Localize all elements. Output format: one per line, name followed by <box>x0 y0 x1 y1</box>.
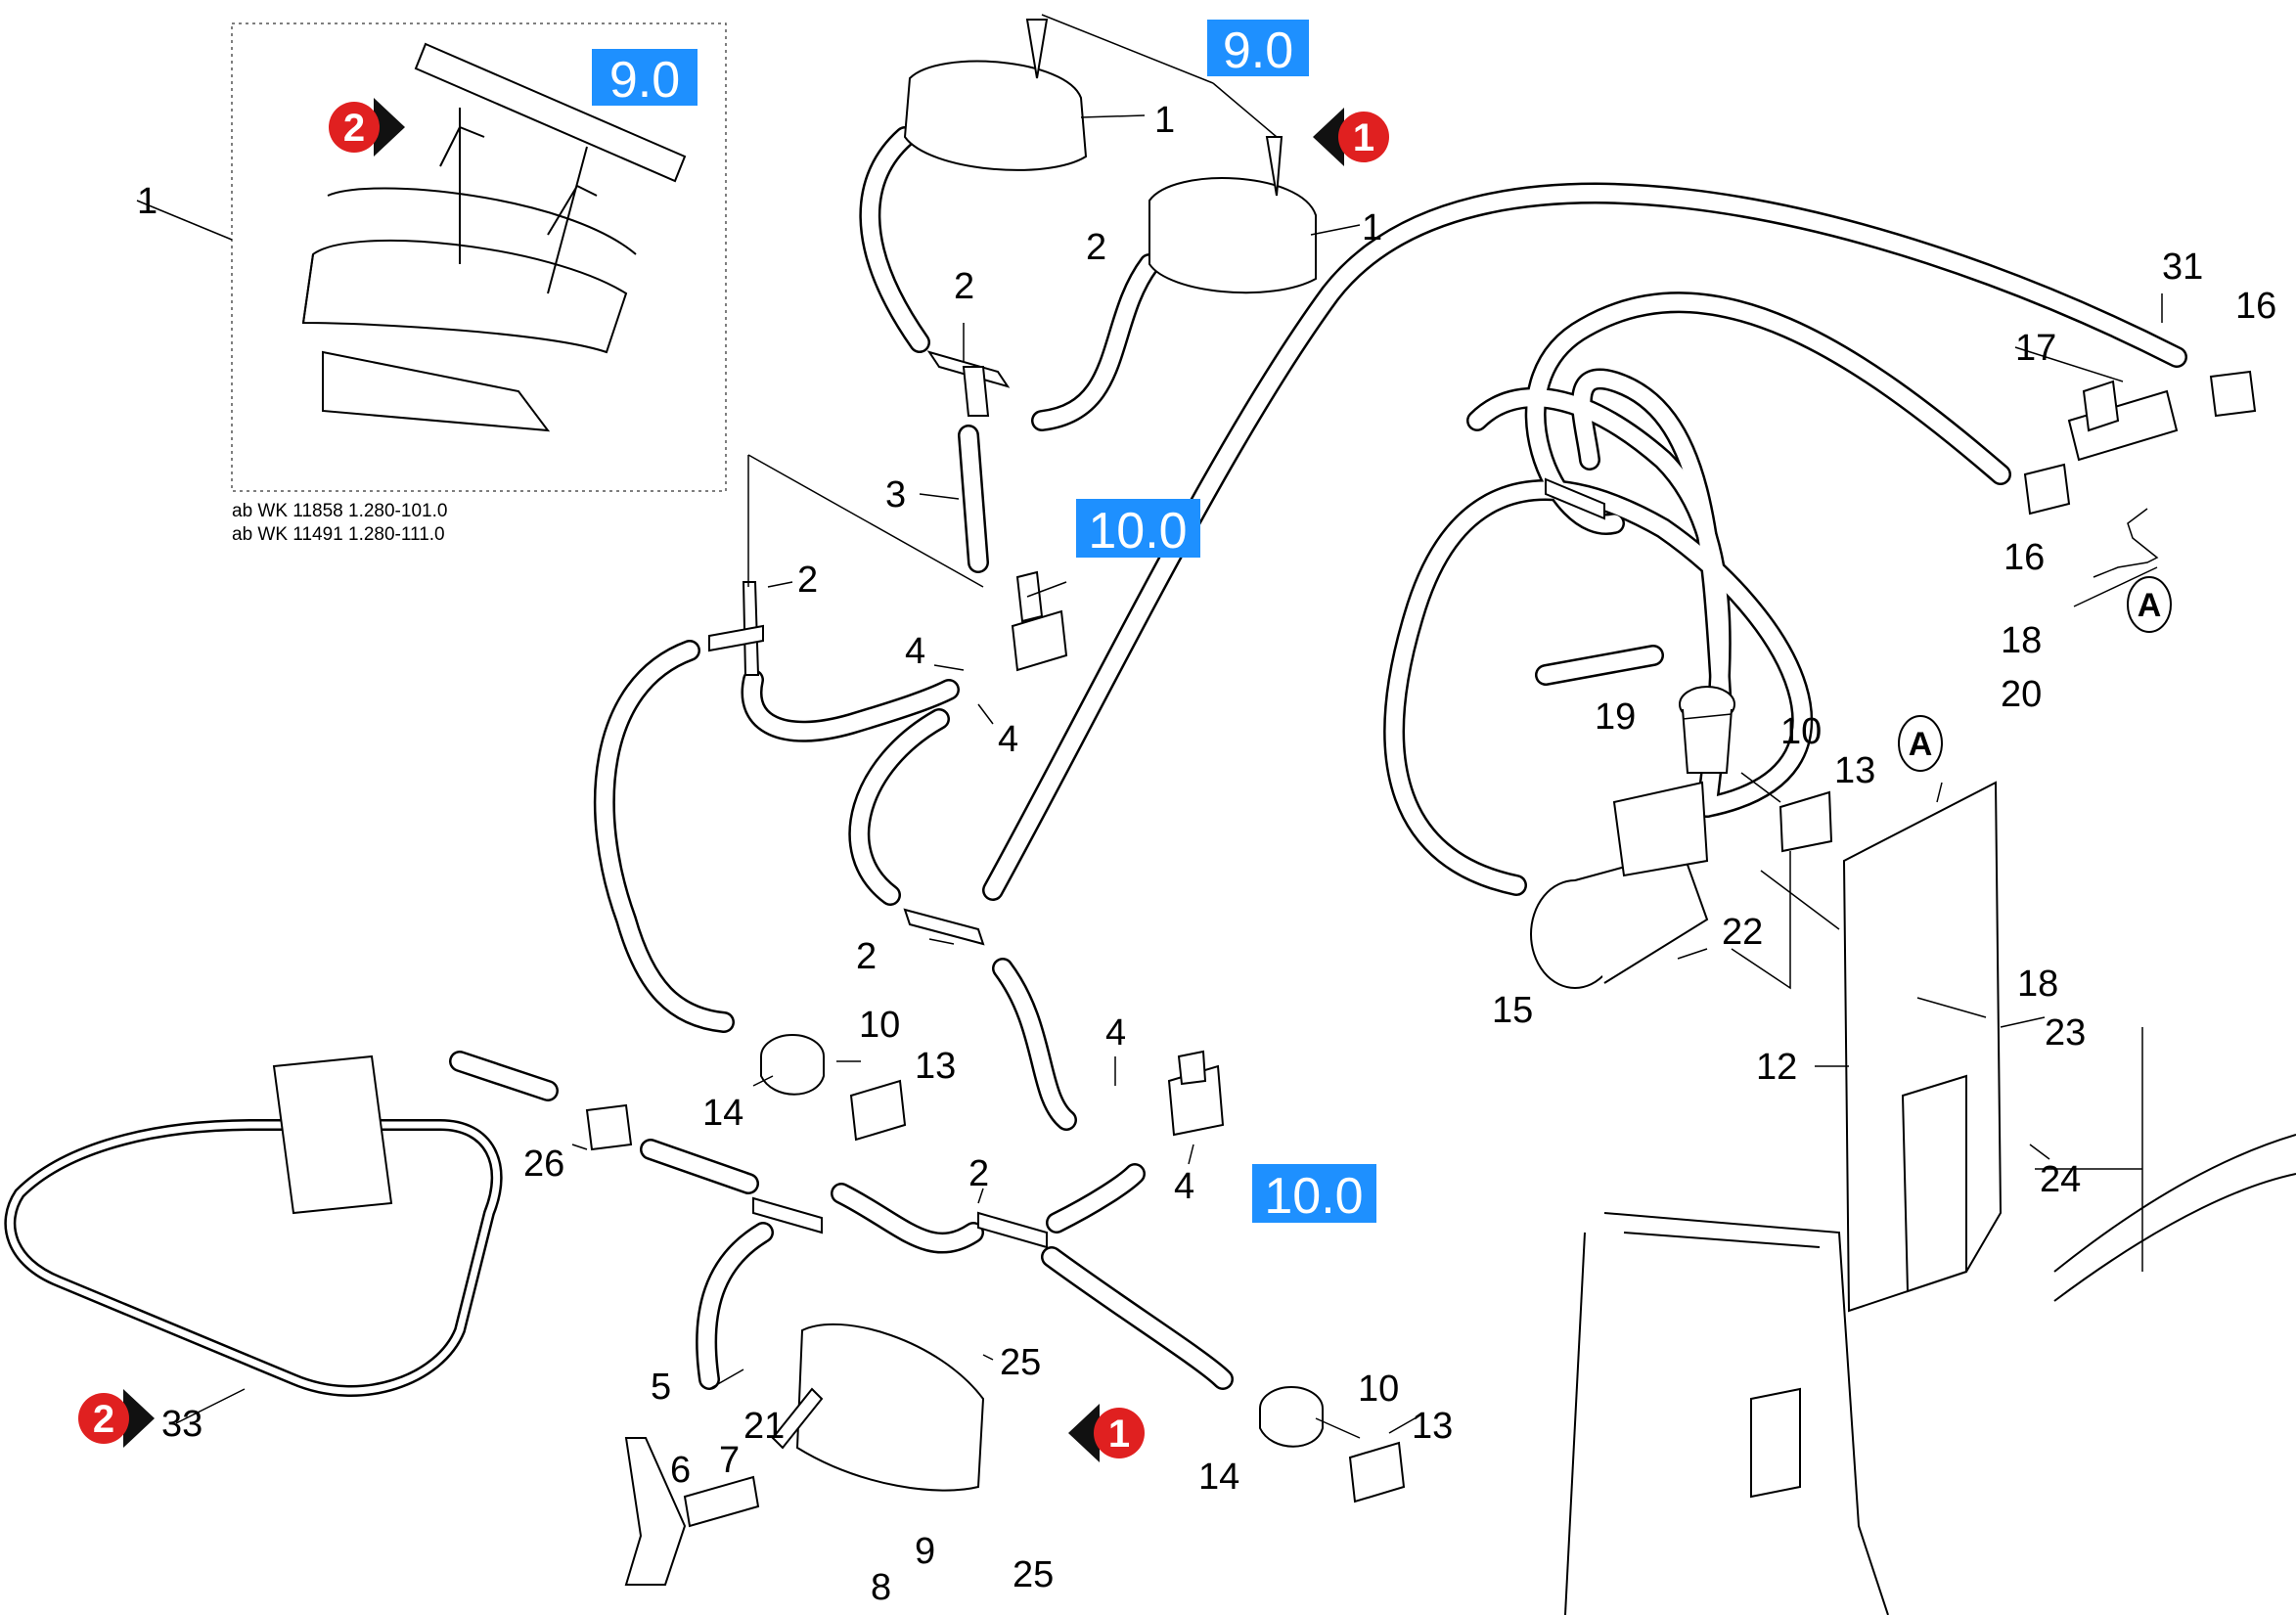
ref-badge-10-0-label: 10.0 <box>1264 1168 1363 1225</box>
inset-leader <box>136 200 233 241</box>
callout-labels: 1 1 1 2 3 2 4 4 2 2 10 13 14 4 4 2 26 5 … <box>137 100 2276 1608</box>
marker-a <box>1898 715 1943 772</box>
callout-12: 12 <box>1756 1047 1797 1088</box>
ref-badge-10-0 <box>1076 499 1200 558</box>
callout-6: 6 <box>670 1450 691 1491</box>
callout-10: 10 <box>1780 711 1822 752</box>
circle-markers: A A <box>1898 576 2172 772</box>
direction-marker-2: 2 <box>78 1389 155 1448</box>
direction-marker-1-label: 1 <box>1108 1413 1130 1456</box>
inset-note: ab WK 11858 1.280-101.0 ab WK 11491 1.28… <box>232 501 447 545</box>
callout-24: 24 <box>2040 1159 2081 1200</box>
callout-16: 16 <box>2235 286 2276 327</box>
callout-13: 13 <box>915 1046 956 1087</box>
callout-4: 4 <box>1174 1166 1194 1207</box>
ref-badge-10-0-label: 10.0 <box>1088 503 1187 560</box>
callout-23: 23 <box>2045 1012 2086 1054</box>
note-line-2: ab WK 11491 1.280-111.0 <box>232 524 445 545</box>
callout-2: 2 <box>797 560 818 601</box>
callout-7: 7 <box>719 1440 740 1481</box>
callout-19: 19 <box>1595 696 1636 738</box>
direction-marker-1: 1 <box>1068 1404 1145 1462</box>
callout-10: 10 <box>859 1005 900 1046</box>
ref-badge-9-0-label: 9.0 <box>609 52 680 109</box>
marker-a-label: A <box>2138 587 2162 624</box>
callout-22: 22 <box>1722 912 1763 953</box>
marker-a-label: A <box>1909 726 1933 763</box>
direction-markers: 2 1 2 1 <box>78 98 1389 1462</box>
ref-badge-9-0-label: 9.0 <box>1223 22 1293 79</box>
callout-15: 15 <box>1492 990 1533 1031</box>
direction-marker-1-label: 1 <box>1353 116 1374 159</box>
callout-33: 33 <box>161 1404 203 1445</box>
ref-badge-9-0 <box>592 49 698 106</box>
direction-marker-2-label: 2 <box>343 107 365 150</box>
marker-a <box>2127 576 2172 633</box>
callout-10: 10 <box>1358 1368 1399 1410</box>
callout-5: 5 <box>651 1367 671 1408</box>
ref-badge-10-0 <box>1252 1164 1376 1223</box>
callout-2: 2 <box>856 936 877 977</box>
note-line-1: ab WK 11858 1.280-101.0 <box>232 501 447 521</box>
callout-1: 1 <box>1362 207 1382 248</box>
callout-31: 31 <box>2162 247 2203 288</box>
callout-1: 1 <box>137 181 158 222</box>
callout-13: 13 <box>1834 750 1875 791</box>
callout-18: 18 <box>2017 964 2058 1005</box>
callout-1: 1 <box>1154 100 1175 141</box>
callout-21: 21 <box>743 1406 785 1447</box>
callout-17: 17 <box>2015 328 2056 369</box>
direction-marker-1: 1 <box>1313 108 1389 166</box>
components <box>4 19 2296 1615</box>
callout-25: 25 <box>1000 1342 1041 1383</box>
callout-2: 2 <box>1086 227 1106 268</box>
callout-9: 9 <box>915 1531 935 1572</box>
callout-4: 4 <box>1105 1012 1126 1054</box>
callout-20: 20 <box>2001 674 2042 715</box>
callout-2: 2 <box>954 266 974 307</box>
callout-3: 3 <box>885 474 906 516</box>
leader-lines <box>175 14 2163 1439</box>
callout-4: 4 <box>905 631 925 672</box>
inset-panel <box>136 22 727 492</box>
ref-badge-9-0 <box>1207 20 1309 76</box>
direction-marker-2-label: 2 <box>93 1398 114 1441</box>
callout-8: 8 <box>871 1567 891 1608</box>
reference-badges: 9.0 9.0 10.0 10.0 <box>592 20 1376 1225</box>
callout-18: 18 <box>2001 620 2042 661</box>
callout-2: 2 <box>968 1153 989 1194</box>
callout-16: 16 <box>2003 537 2045 578</box>
callout-25: 25 <box>1013 1554 1054 1595</box>
callout-14: 14 <box>702 1093 743 1134</box>
callout-13: 13 <box>1412 1406 1453 1447</box>
callout-14: 14 <box>1198 1457 1239 1498</box>
direction-marker-2: 2 <box>329 98 405 157</box>
callout-4: 4 <box>998 719 1018 760</box>
callout-26: 26 <box>523 1144 564 1185</box>
